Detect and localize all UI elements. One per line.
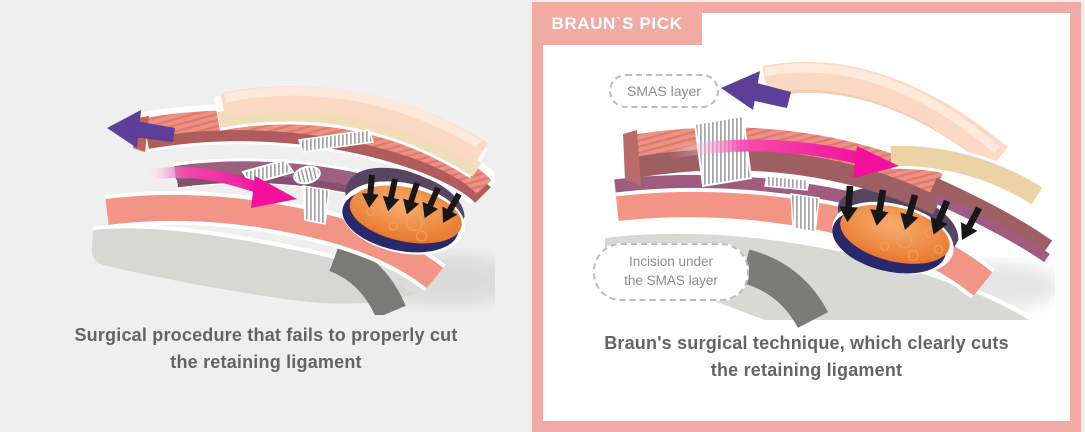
skin-layer-left bbox=[213, 86, 489, 179]
caption-line: the retaining ligament bbox=[710, 360, 903, 380]
lifted-skin-layer bbox=[761, 59, 1011, 174]
badge-label: BRAUN`S PICK bbox=[551, 13, 683, 33]
incision-label-line: the SMAS layer bbox=[624, 273, 718, 288]
bone-dark-arc bbox=[328, 240, 406, 315]
cream-wedge-layer bbox=[890, 142, 1045, 208]
fat-pad-right bbox=[832, 187, 959, 275]
brauns-pick-panel: BRAUN`S PICK bbox=[532, 2, 1081, 432]
uncut-ligament-band bbox=[298, 129, 374, 153]
failed-technique-caption: Surgical procedure that fails to properl… bbox=[0, 322, 532, 376]
brauns-pick-badge: BRAUN`S PICK bbox=[532, 2, 702, 45]
failed-technique-panel: Surgical procedure that fails to properl… bbox=[0, 0, 532, 432]
salmon-tissue-layer bbox=[104, 190, 446, 292]
bone-dark-arc bbox=[740, 249, 829, 328]
caption-line: Braun's surgical technique, which clearl… bbox=[604, 333, 1009, 353]
retaining-ligament-fibers bbox=[241, 158, 330, 225]
pull-arrow-purple-left bbox=[107, 110, 175, 148]
caption-line: the retaining ligament bbox=[170, 352, 362, 372]
traction-arrow-magenta bbox=[669, 139, 899, 178]
smas-layer-label-text: SMAS layer bbox=[627, 83, 701, 99]
braun-technique-caption: Braun's surgical technique, which clearl… bbox=[543, 330, 1070, 384]
bone-layer bbox=[91, 224, 415, 315]
traction-arrow-magenta bbox=[137, 166, 297, 208]
cut-ligament-fibers bbox=[693, 114, 820, 233]
pull-arrow-purple-right bbox=[721, 71, 791, 110]
smas-layer-label: SMAS layer bbox=[609, 74, 719, 108]
incision-label-line: Incision under bbox=[628, 254, 714, 270]
incision-label: Incision under the SMAS layer bbox=[593, 243, 749, 301]
anatomy-illustration-failed-technique bbox=[91, 86, 495, 315]
caption-line: Surgical procedure that fails to properl… bbox=[74, 325, 458, 345]
fat-bubbles bbox=[872, 218, 944, 261]
